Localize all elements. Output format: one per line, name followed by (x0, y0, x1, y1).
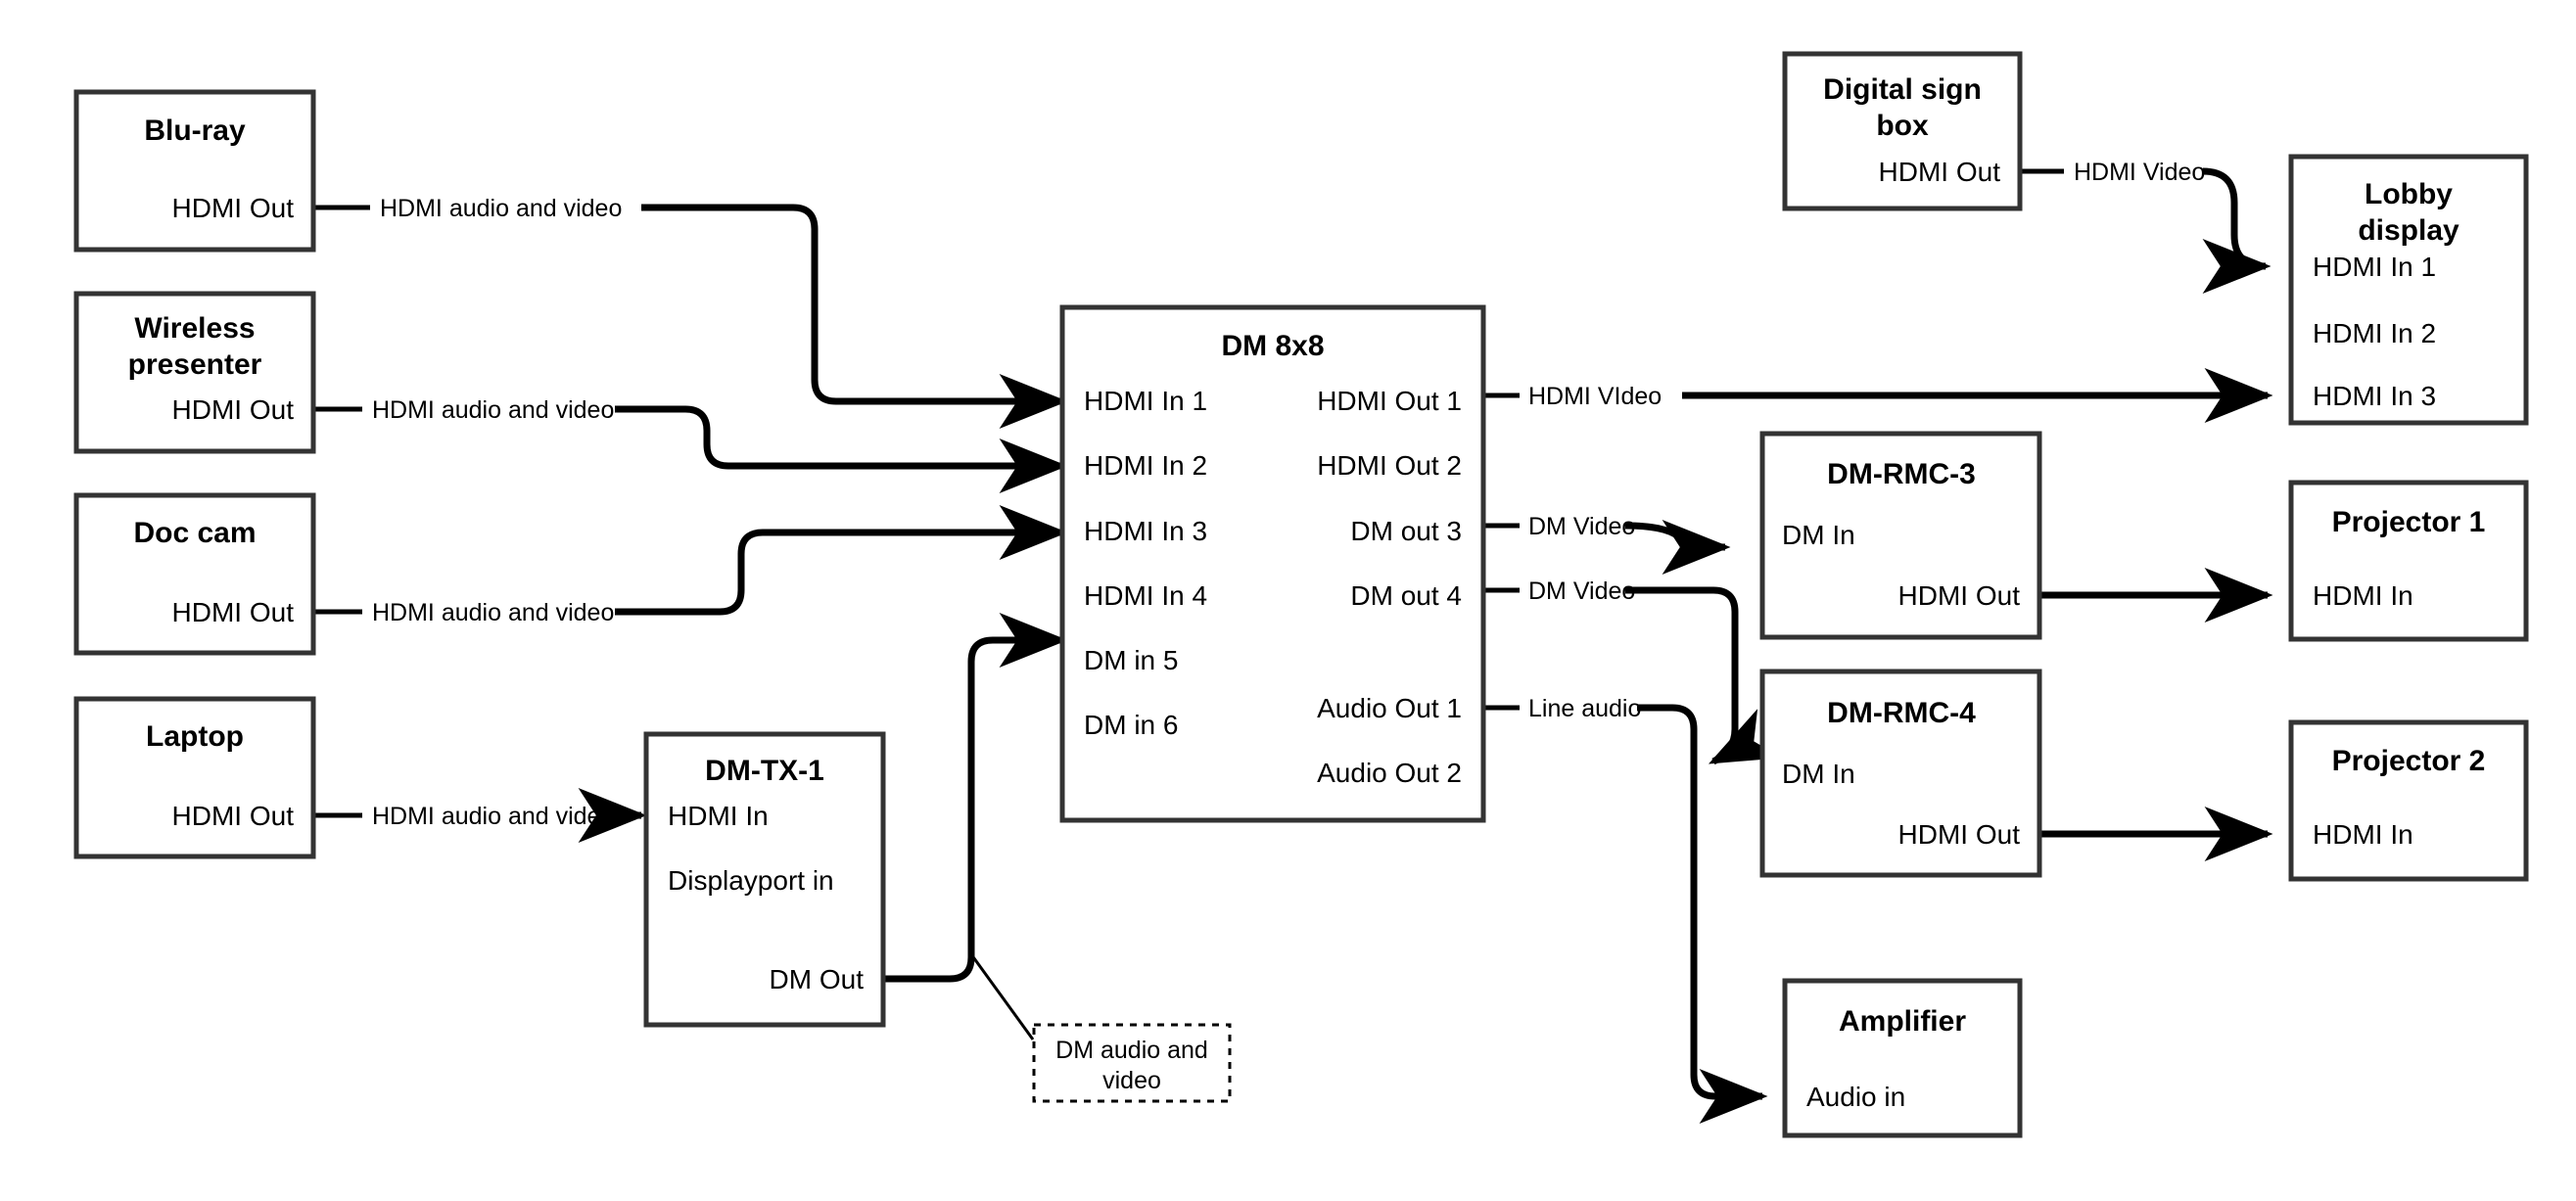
node-dm-rmc-4-port-dm-in: DM In (1782, 759, 1855, 789)
node-dm-rmc-3-port-hdmi-out: HDMI Out (1898, 580, 2021, 611)
wire-dm8x8-audio1-to-amp: Line audio (1483, 695, 1768, 1124)
node-dm-8x8-input-dm-in-6: DM in 6 (1084, 710, 1178, 740)
node-projector-2[interactable]: Projector 2 HDMI In (2288, 719, 2529, 882)
node-amplifier-title: Amplifier (1839, 1005, 1966, 1038)
node-doc-cam[interactable]: Doc cam HDMI Out (73, 492, 316, 656)
node-wireless-presenter-title-line2: presenter (128, 348, 262, 381)
node-dm-tx-1-port-displayport-in: Displayport in (668, 865, 834, 896)
node-lobby-display[interactable]: Lobby display HDMI In 1 HDMI In 2 HDMI I… (2288, 154, 2529, 426)
node-doc-cam-port-hdmi-out: HDMI Out (172, 597, 295, 627)
node-wireless-presenter-port-hdmi-out: HDMI Out (172, 394, 295, 425)
wire-dm8x8-out4-to-rmc4: DM Video (1483, 577, 1783, 765)
node-dm-8x8[interactable]: DM 8x8 HDMI In 1 HDMI In 2 HDMI In 3 HDM… (1059, 304, 1486, 823)
node-lobby-display-title-line2: display (2358, 214, 2459, 247)
node-laptop-port-hdmi-out: HDMI Out (172, 801, 295, 831)
wire-wireless-to-dm8x8: HDMI audio and video (313, 396, 1068, 493)
node-dm-tx-1-port-dm-out: DM Out (770, 964, 865, 994)
node-dm-8x8-input-hdmi-in-2: HDMI In 2 (1084, 450, 1207, 481)
node-dm-rmc-3-port-dm-in: DM In (1782, 520, 1855, 550)
wire-dm8x8-out1-to-lobby: HDMI VIdeo (1483, 368, 2273, 423)
node-bluray-title: Blu-ray (144, 115, 246, 147)
node-doc-cam-title: Doc cam (133, 517, 256, 549)
wire-label-doccam: HDMI audio and video (372, 599, 614, 626)
node-lobby-display-title-line1: Lobby (2365, 178, 2453, 210)
wire-label-dm-out3: DM Video (1528, 513, 1635, 540)
node-projector-1[interactable]: Projector 1 HDMI In (2288, 480, 2529, 642)
node-wireless-presenter-title-line1: Wireless (134, 312, 255, 345)
node-dm-8x8-output-hdmi-out-1: HDMI Out 1 (1317, 386, 1462, 416)
wire-bluray-to-dm8x8: HDMI audio and video (313, 195, 1068, 429)
wire-label-dm-out4: DM Video (1528, 577, 1635, 605)
node-lobby-display-port-hdmi-in-1: HDMI In 1 (2313, 252, 2436, 282)
node-projector-2-title: Projector 2 (2332, 745, 2486, 777)
node-dm-8x8-title: DM 8x8 (1221, 330, 1324, 362)
wire-laptop-to-dmtx1: HDMI audio and video (313, 788, 647, 843)
node-bluray-port-hdmi-out: HDMI Out (172, 193, 295, 223)
node-dm-8x8-output-audio-out-2: Audio Out 2 (1317, 758, 1462, 788)
node-bluray[interactable]: Blu-ray HDMI Out (73, 89, 316, 253)
node-digital-sign-box-port-hdmi-out: HDMI Out (1879, 157, 2001, 187)
node-lobby-display-port-hdmi-in-3: HDMI In 3 (2313, 381, 2436, 411)
node-dm-rmc-4[interactable]: DM-RMC-4 DM In HDMI Out (1759, 669, 2042, 878)
node-dm-8x8-output-hdmi-out-2: HDMI Out 2 (1317, 450, 1462, 481)
node-dm-rmc-3[interactable]: DM-RMC-3 DM In HDMI Out (1759, 431, 2042, 640)
callout-line1: DM audio and (1055, 1037, 1208, 1064)
wire-label-laptop: HDMI audio and video (372, 803, 614, 830)
node-dm-8x8-input-hdmi-in-3: HDMI In 3 (1084, 516, 1207, 546)
wire-label-sign-to-lobby: HDMI Video (2074, 159, 2205, 186)
node-amplifier-port-audio-in: Audio in (1806, 1082, 1905, 1112)
wire-sign-to-lobby: HDMI Video (2020, 159, 2272, 294)
node-dm-rmc-3-title: DM-RMC-3 (1827, 458, 1976, 490)
node-dm-8x8-input-hdmi-in-4: HDMI In 4 (1084, 580, 1207, 611)
wire-dm8x8-out3-to-rmc3: DM Video (1483, 513, 1731, 575)
wire-label-audio-out1: Line audio (1528, 695, 1641, 722)
node-amplifier[interactable]: Amplifier Audio in (1782, 978, 2023, 1138)
node-dm-rmc-4-title: DM-RMC-4 (1827, 697, 1976, 729)
node-dm-8x8-output-dm-out-3: DM out 3 (1350, 516, 1462, 546)
node-projector-1-port-hdmi-in: HDMI In (2313, 580, 2413, 611)
wire-dmtx1-to-dm8x8 (883, 613, 1068, 983)
wire-label-wireless: HDMI audio and video (372, 396, 614, 424)
node-lobby-display-port-hdmi-in-2: HDMI In 2 (2313, 318, 2436, 348)
node-dm-tx-1-port-hdmi-in: HDMI In (668, 801, 769, 831)
node-dm-tx-1-title: DM-TX-1 (705, 755, 824, 787)
node-dm-8x8-input-hdmi-in-1: HDMI In 1 (1084, 386, 1207, 416)
node-projector-2-port-hdmi-in: HDMI In (2313, 819, 2413, 850)
node-dm-tx-1[interactable]: DM-TX-1 HDMI In Displayport in DM Out (643, 731, 886, 1028)
wire-doccam-to-dm8x8: HDMI audio and video (313, 505, 1068, 626)
node-dm-8x8-output-audio-out-1: Audio Out 1 (1317, 693, 1462, 723)
node-digital-sign-box-title-line2: box (1876, 110, 1929, 142)
callout-leader-line (969, 953, 1035, 1040)
wire-label-dm-out1: HDMI VIdeo (1528, 383, 1662, 410)
callout-line2: video (1102, 1067, 1161, 1094)
node-dm-8x8-input-dm-in-5: DM in 5 (1084, 645, 1178, 675)
wire-label-bluray: HDMI audio and video (380, 195, 622, 222)
node-laptop[interactable]: Laptop HDMI Out (73, 696, 316, 859)
node-projector-1-title: Projector 1 (2332, 506, 2486, 538)
node-digital-sign-box-title-line1: Digital sign (1823, 73, 1982, 106)
node-dm-8x8-output-dm-out-4: DM out 4 (1350, 580, 1462, 611)
callout-dm-audio-and-video: DM audio and video (1032, 1023, 1232, 1103)
node-dm-rmc-4-port-hdmi-out: HDMI Out (1898, 819, 2021, 850)
node-wireless-presenter[interactable]: Wireless presenter HDMI Out (73, 291, 316, 454)
node-digital-sign-box[interactable]: Digital sign box HDMI Out (1782, 51, 2023, 211)
node-laptop-title: Laptop (146, 720, 244, 753)
